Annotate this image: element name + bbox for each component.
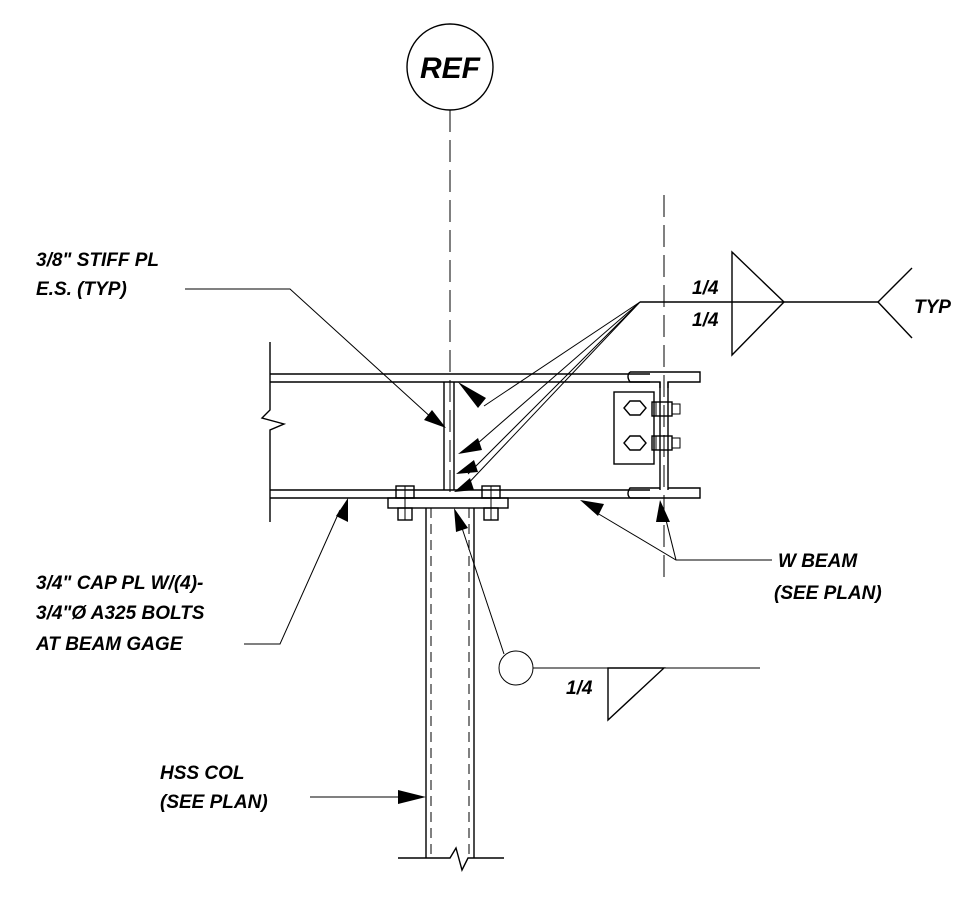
shear-plate [613, 391, 655, 465]
reference-text: REF [420, 52, 481, 85]
w-beam-elevation [260, 342, 650, 522]
girder-section [613, 371, 701, 499]
cap-plate-label-line2: 3/4"Ø A325 BOLTS [36, 603, 205, 624]
cap-plate-callout: 3/4" CAP PL W/(4)- 3/4"Ø A325 BOLTS AT B… [35, 498, 348, 655]
stiffener-label-line1: 3/8" STIFF PL [36, 250, 159, 271]
cap-plate [387, 497, 509, 509]
w-beam-callout: W BEAM (SEE PLAN) [580, 500, 882, 604]
weld-tail-note: TYP [914, 297, 951, 318]
stiffener-callout: 3/8" STIFF PL E.S. (TYP) [36, 250, 446, 428]
w-beam-label-line1: W BEAM [778, 551, 858, 572]
reference-bubble: REF [406, 23, 494, 111]
w-beam-label-line2: (SEE PLAN) [774, 583, 882, 604]
column-break-line [398, 846, 504, 872]
hss-column [398, 508, 504, 872]
bolt-head-icon [623, 435, 647, 451]
weld-all-around-icon [498, 650, 534, 686]
weld-size-bottom: 1/4 [566, 678, 593, 699]
hss-column-callout: HSS COL (SEE PLAN) [160, 763, 426, 813]
stiffener-label-line2: E.S. (TYP) [36, 279, 127, 300]
hss-column-label-line1: HSS COL [160, 763, 244, 784]
hss-column-label-line2: (SEE PLAN) [160, 792, 268, 813]
weld-symbol-top: 1/4 1/4 TYP [454, 250, 951, 492]
cap-plate-assembly [387, 485, 509, 521]
bolt-head-icon [623, 400, 647, 416]
weld-tail [877, 267, 913, 339]
weld-size-lower: 1/4 [692, 310, 719, 331]
cap-plate-label-line1: 3/4" CAP PL W/(4)- [36, 573, 203, 594]
cap-plate-label-line3: AT BEAM GAGE [35, 634, 184, 655]
beam-break-line [260, 342, 287, 522]
weld-symbol-bottom: 1/4 [454, 508, 760, 722]
weld-size-upper: 1/4 [692, 278, 719, 299]
